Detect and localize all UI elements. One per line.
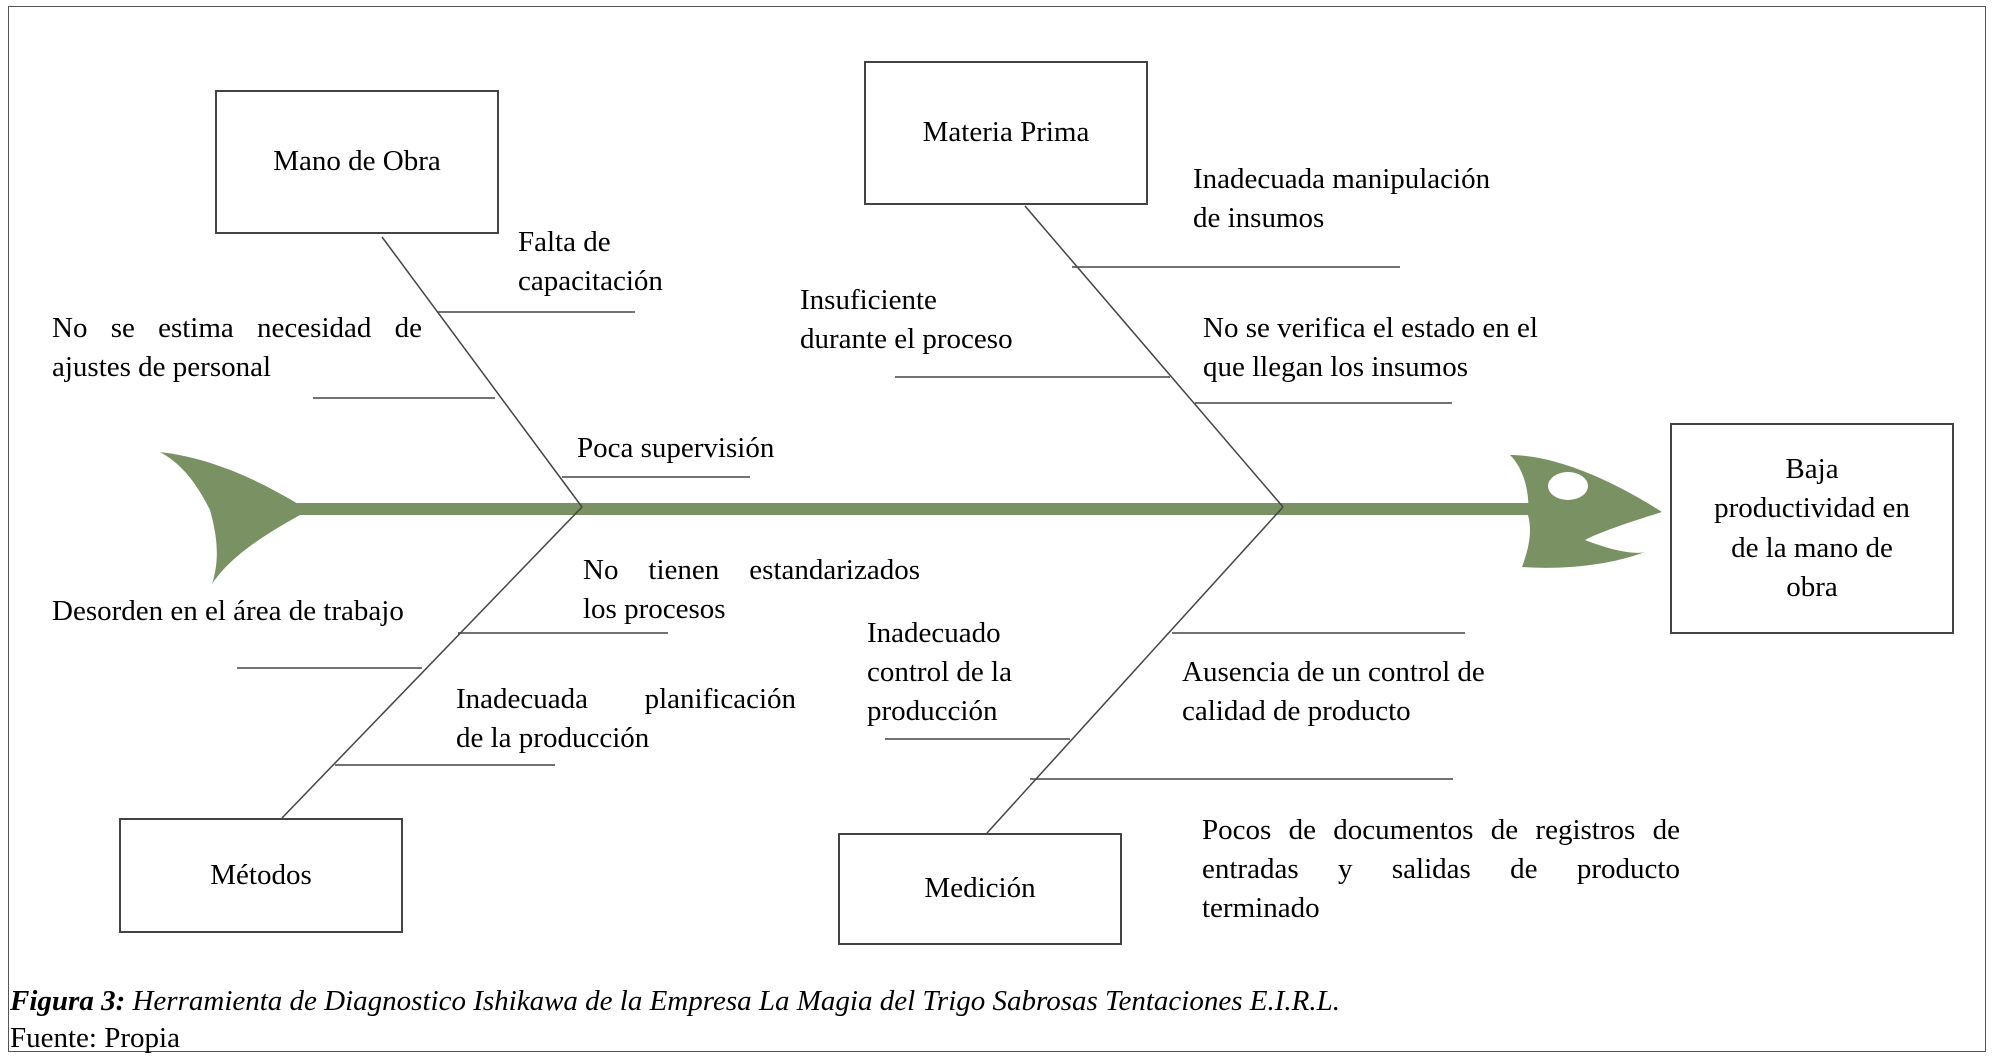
cause-inadecuada-planificacion: Inadecuada planificación de la producció… [456, 680, 796, 758]
cause-text-line: Inadecuada manipulación [1193, 163, 1491, 195]
cause-text-line: de insumos [1193, 202, 1325, 235]
fish-eye [1548, 472, 1588, 500]
cause-no-verifica: No se verifica el estado en el que llega… [1203, 309, 1538, 387]
cause-text-line: los procesos [583, 593, 726, 626]
cause-text-line: Ausencia de un control de [1182, 656, 1485, 688]
cause-desorden: Desorden en el área de trabajo [52, 592, 404, 631]
cause-text-line: que llegan los insumos [1203, 351, 1469, 384]
cause-text-line: Inadecuado [867, 617, 1001, 649]
cause-text-line: Poca supervisión [577, 432, 775, 464]
cause-text-line: Falta de [518, 226, 611, 258]
cause-text-line: ajustes de personal [52, 351, 272, 384]
figure-title: Herramienta de Diagnostico Ishikawa de l… [125, 985, 1340, 1017]
figure-frame [8, 6, 1986, 1052]
cause-text-line: control de la [867, 656, 1012, 689]
bone-materia-prima [1024, 205, 1284, 508]
fish-spine [285, 503, 1530, 515]
cause-text-line: Insuficiente [800, 284, 937, 316]
cause-text-line: No tienen estandarizados [583, 554, 920, 586]
figure-caption: Figura 3: Herramienta de Diagnostico Ish… [10, 983, 1340, 1021]
fish-tail [160, 452, 300, 584]
cause-text-line: No se verifica el estado en el [1203, 312, 1538, 344]
cause-text-line: Pocos de documentos de registros de [1202, 814, 1680, 846]
cause-text-line: Inadecuada planificación [456, 683, 796, 715]
cause-no-estima: No se estima necesidad de ajustes de per… [52, 309, 422, 387]
cause-inadecuado-control: Inadecuado control de la producción [867, 614, 1012, 731]
cause-falta-capacitacion: Falta de capacitación [518, 223, 663, 301]
bone-mano-de-obra [381, 236, 583, 508]
fish-head [1510, 455, 1662, 568]
effect-box: Baja productividad en de la mano de obra [1670, 423, 1954, 634]
cause-pocos-documentos: Pocos de documentos de registros de entr… [1202, 811, 1680, 928]
cause-no-estandarizados: No tienen estandarizados los procesos [583, 551, 920, 629]
cause-text-line: entradas y salidas de producto [1202, 853, 1680, 886]
cause-text-line: Desorden en el área de trabajo [52, 595, 404, 627]
cause-insuficiente: Insuficiente durante el proceso [800, 281, 1013, 359]
cause-text-line: producción [867, 695, 998, 728]
cause-ausencia-control: Ausencia de un control de calidad de pro… [1182, 653, 1485, 731]
cause-text-line: capacitación [518, 265, 663, 298]
cause-text-line: terminado [1202, 892, 1320, 925]
cause-text-line: durante el proceso [800, 323, 1013, 356]
cause-text-line: calidad de producto [1182, 695, 1411, 728]
figure-source: Fuente: Propia [10, 1022, 180, 1054]
cause-text-line: de la producción [456, 722, 650, 755]
cause-inadecuada-manipulacion: Inadecuada manipulación de insumos [1193, 160, 1490, 238]
figure-label: Figura 3: [10, 985, 126, 1017]
category-box-medicion: Medición [838, 833, 1122, 945]
category-box-mano-de-obra: Mano de Obra [215, 90, 499, 234]
category-box-metodos: Métodos [119, 818, 403, 933]
category-box-materia-prima: Materia Prima [864, 61, 1148, 205]
cause-text-line: No se estima necesidad de [52, 312, 422, 344]
bone-metodos [281, 506, 583, 819]
cause-poca-supervision: Poca supervisión [577, 429, 774, 468]
